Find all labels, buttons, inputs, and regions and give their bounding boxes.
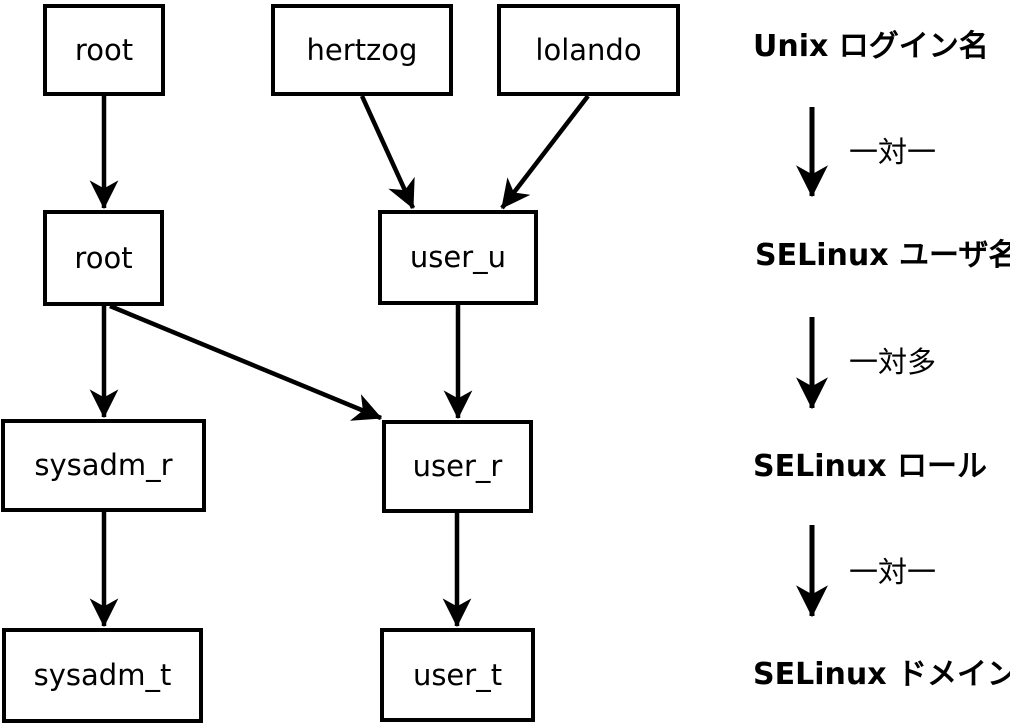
node-selinux-user-user_u: user_u	[378, 210, 538, 305]
edge-lolando-to-user_u	[500, 94, 590, 210]
legend-level-selinux-user-name: SELinux ユーザ名	[755, 238, 1010, 273]
node-unix-login-hertzog: hertzog	[271, 4, 453, 96]
relation-one-to-one-1-label: 一対一	[849, 135, 937, 169]
node-label-selinux-user-user_u: user_u	[409, 240, 507, 274]
node-label-domain-user_t: user_t	[412, 657, 503, 692]
node-label-role-user_r: user_r	[412, 449, 503, 483]
node-domain-user_t: user_t	[380, 628, 535, 722]
node-selinux-user-root: root	[43, 210, 164, 306]
node-label-unix-login-hertzog: hertzog	[306, 32, 418, 67]
relation-one-to-many-label: 一対多	[849, 345, 937, 379]
edge-hertzog-to-user_u	[359, 95, 416, 210]
node-label-unix-login-root: root	[74, 32, 134, 67]
legend-level-unix-login-name: Unix ログイン名	[753, 29, 989, 64]
relation-one-to-one-2-label: 一対一	[849, 555, 937, 589]
node-label-selinux-user-root: root	[74, 240, 133, 275]
node-domain-sysadm_t: sysadm_t	[2, 628, 203, 723]
node-label-unix-login-lolando: lolando	[535, 32, 642, 67]
node-label-domain-sysadm_t: sysadm_t	[33, 658, 172, 692]
legend-level-selinux-domain: SELinux ドメイン	[753, 657, 1010, 692]
node-unix-login-lolando: lolando	[497, 4, 680, 96]
node-role-user_r: user_r	[382, 420, 533, 513]
node-unix-login-root: root	[43, 4, 165, 96]
node-role-sysadm_r: sysadm_r	[1, 419, 206, 512]
node-label-role-sysadm_r: sysadm_r	[34, 448, 173, 482]
edge-root-to-user_r	[109, 303, 383, 421]
legend-level-selinux-role: SELinux ロール	[753, 449, 988, 484]
